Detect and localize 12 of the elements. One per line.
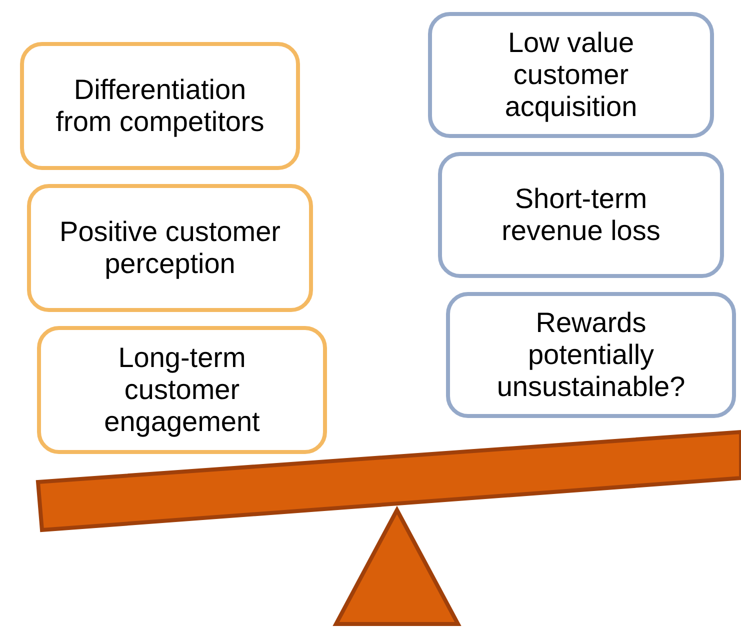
- text-box: [27, 184, 313, 312]
- text-box: [20, 42, 300, 170]
- box-text: Positive customer perception: [58, 216, 282, 280]
- text-box: [428, 12, 714, 138]
- box-text: Rewards potentially unsustainable?: [496, 307, 686, 403]
- text-box: [446, 292, 736, 418]
- text-box: [438, 152, 724, 278]
- box-text: Differentiation from competitors: [54, 74, 266, 138]
- box-text: Long-term customer engagement: [103, 342, 261, 438]
- text-box: [37, 326, 327, 454]
- box-text: Short-term revenue loss: [500, 183, 662, 247]
- box-text: Low value customer acquisition: [504, 27, 638, 123]
